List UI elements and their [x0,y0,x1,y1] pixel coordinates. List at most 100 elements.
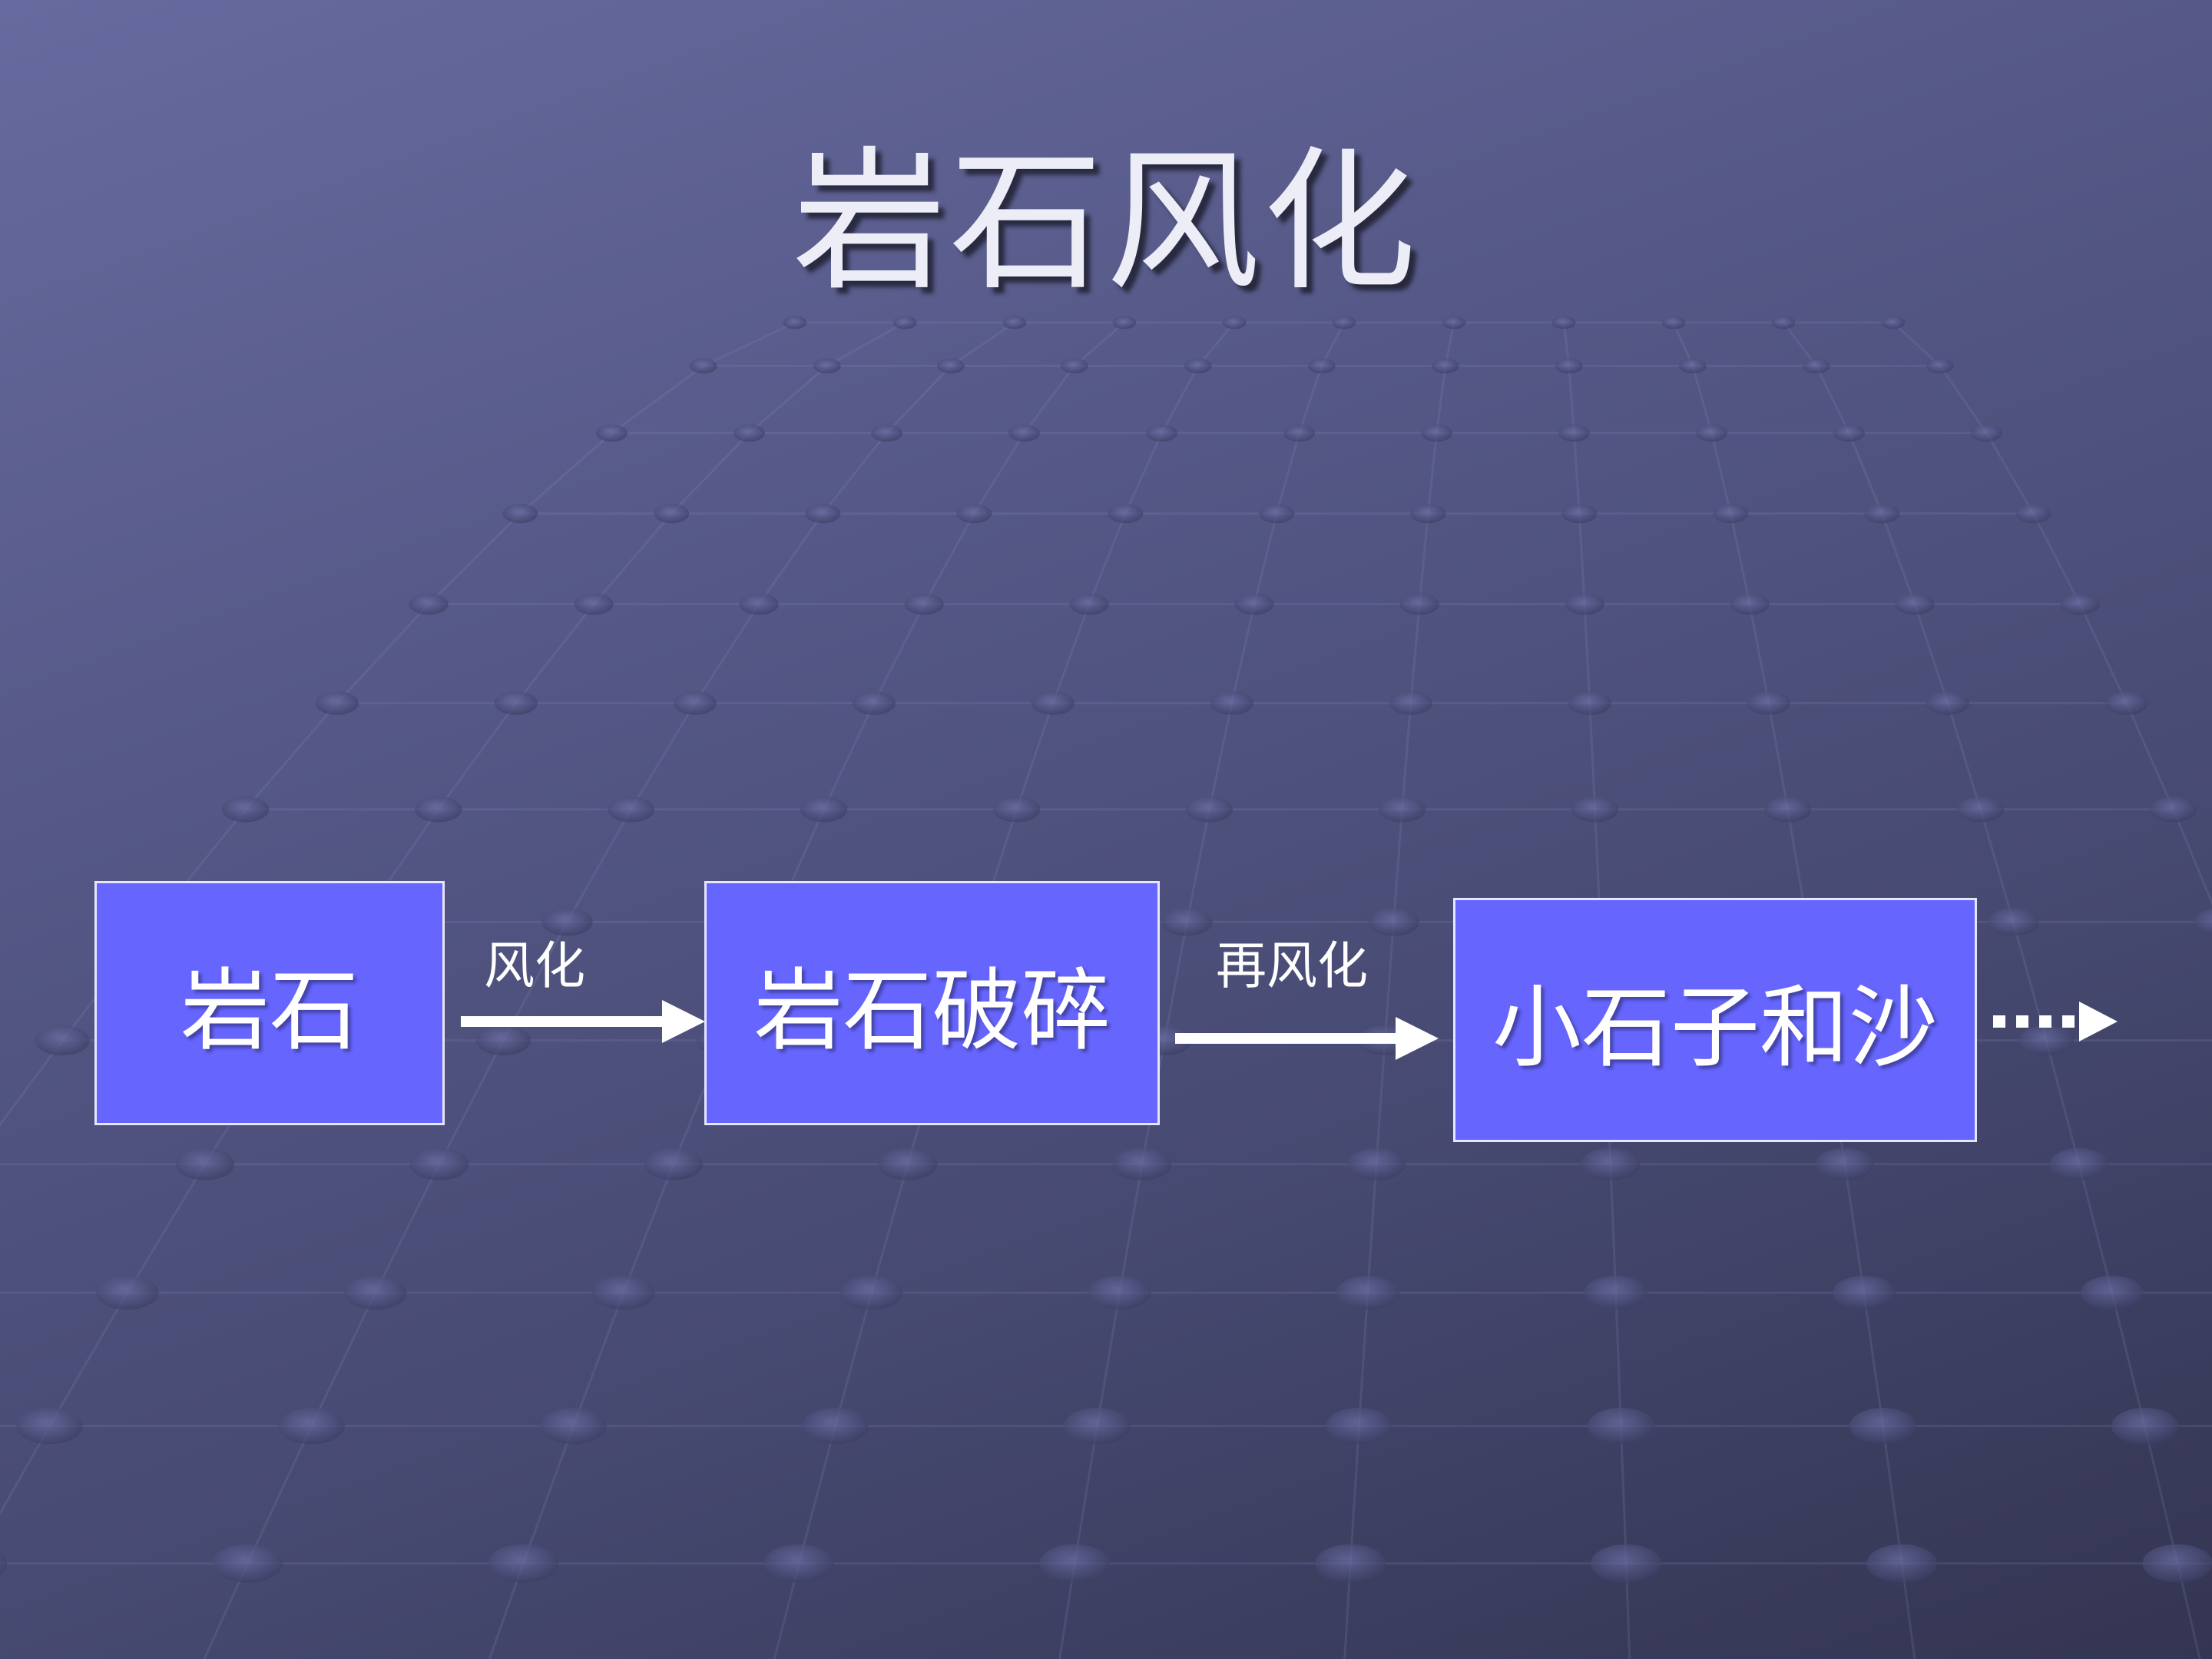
grid-dot [1108,504,1144,524]
node-rock: 岩石 [94,881,445,1125]
grid-dot [1571,796,1619,823]
grid-dot [1957,796,2005,823]
grid-dot [1161,908,1213,936]
grid-dot [871,424,902,442]
grid-dot [1112,1147,1172,1181]
grid-dot [1864,504,1900,524]
grid-dot [839,1275,903,1310]
grid-dot [1060,358,1088,374]
grid-dot [1764,796,1812,823]
grid-dot [1069,593,1109,615]
grid-dot [502,504,538,524]
grid-dot [1088,1275,1151,1310]
grid-dot [654,504,690,524]
grid-dot [475,1025,531,1056]
grid-dot [993,796,1041,823]
grid-dot [1399,593,1439,615]
arrow-right-icon [1175,1017,1439,1060]
grid-dot [1588,1408,1654,1445]
grid-dot [1186,796,1233,823]
grid-dot [1112,316,1137,329]
grid-dot [1584,1275,1647,1310]
grid-dot [1815,1147,1875,1181]
grid-dot [1064,1408,1131,1445]
grid-dot [1346,1147,1406,1181]
grid-dot [800,796,848,823]
grid-dot [1771,316,1796,329]
grid-dot [409,593,449,615]
arrow-right-icon [461,1000,705,1043]
grid-dot [596,424,628,442]
grid-dot [1713,504,1749,524]
grid-dot [783,316,807,329]
grid-line [1562,322,1631,1659]
grid-dot [852,691,896,715]
grid-dot [1431,358,1459,374]
grid-dot [1222,316,1247,329]
grid-dot [591,1275,655,1310]
grid-dot [1368,908,1419,936]
grid-dot [1307,358,1336,374]
grid-dot [222,796,270,823]
grid-dot [2015,504,2051,524]
grid-dot [813,358,841,374]
grid-dot [1747,691,1790,715]
grid-dot [1421,424,1452,442]
grid-dot [1832,1275,1896,1310]
grid-dot [1315,1544,1386,1583]
node-pebbles-and-sand-label: 小石子和沙 [1492,976,1938,1080]
grid-dot [739,593,779,615]
grid-dot [1661,316,1686,329]
grid-dot [2142,1544,2212,1583]
grid-dot [1678,358,1707,374]
node-broken-rock: 岩石破碎 [704,881,1160,1125]
grid-dot [1971,424,2002,442]
grid-dot [802,1408,869,1445]
grid-dot [343,1275,407,1310]
grid-dot [1442,316,1466,329]
grid-dot [805,504,841,524]
grid-line [0,321,796,1127]
grid-dot [574,593,614,615]
grid-dot [95,1275,159,1310]
grid-dot [1008,424,1040,442]
grid-dot [16,1408,83,1445]
grid-dot [892,316,917,329]
grid-dot [1031,691,1075,715]
node-broken-rock-label: 岩石破碎 [753,959,1111,1063]
grid-dot [1696,424,1727,442]
grid-dot [956,504,992,524]
grid-dot [2049,1147,2109,1181]
grid-dot [1039,1544,1111,1583]
grid-dot [2060,593,2100,615]
grid-dot [541,908,593,936]
grid-dot [1988,908,2039,936]
grid-dot [733,424,765,442]
grid-dot [1184,358,1212,374]
grid-dot [2194,909,2212,935]
grid-dot [1926,691,1969,715]
grid-dot [1326,1408,1392,1445]
grid-dot [175,1147,235,1181]
grid-dot [689,358,717,374]
grid-dot [1146,424,1177,442]
grid-dot [212,1544,283,1583]
grid-dot [1895,593,1935,615]
grid-dot [1565,593,1604,615]
grid-dot [673,691,717,715]
grid-line [1782,322,2201,1659]
dotted-arrow-right-icon [1993,1002,2118,1041]
grid-dot [904,593,944,615]
grid-dot [1551,316,1576,329]
grid-dot [2018,1025,2074,1056]
grid-dot [1802,358,1830,374]
grid-dot [1555,358,1583,374]
grid-dot [315,691,359,715]
grid-dot [644,1147,704,1181]
grid-dot [1234,593,1274,615]
grid-dot [2104,691,2148,715]
grid-dot [1568,691,1611,715]
grid-dot [2080,1275,2144,1310]
grid-dot [540,1408,607,1445]
